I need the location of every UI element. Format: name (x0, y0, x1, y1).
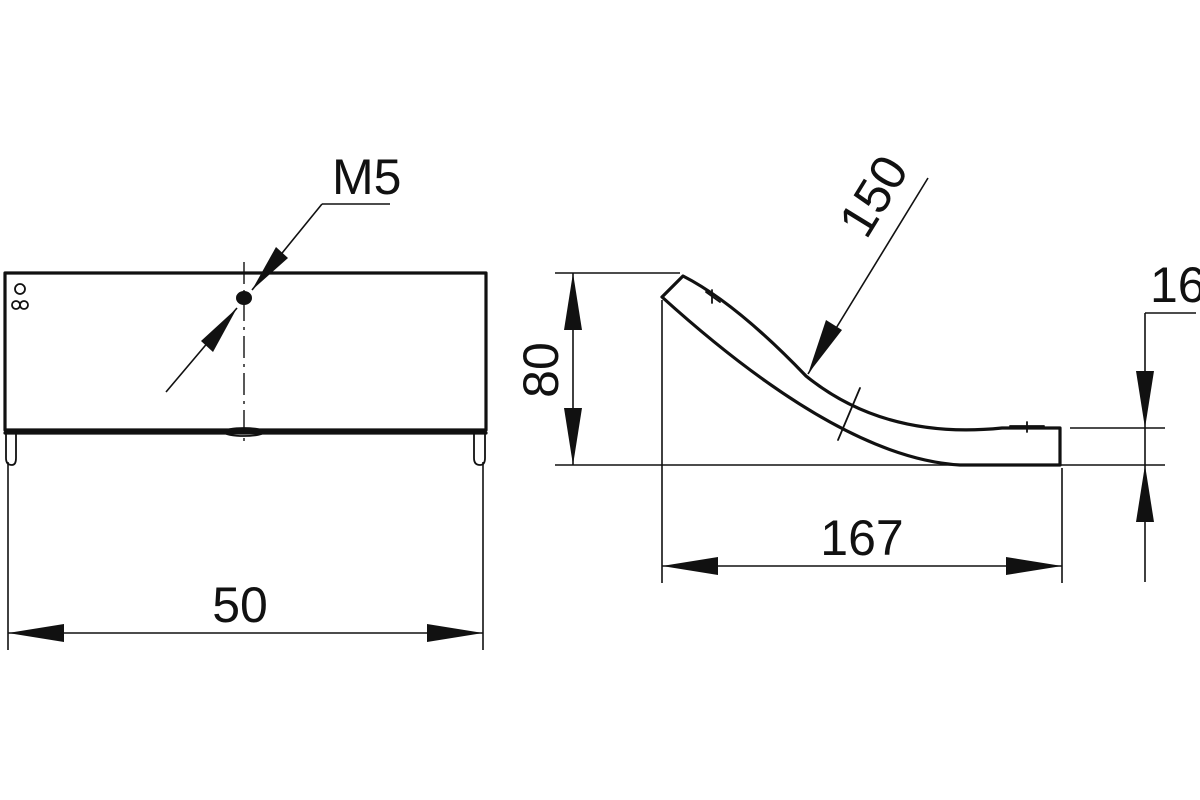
dim-80-label: 80 (513, 342, 569, 398)
dim-167-arrow-left (662, 557, 718, 575)
dim-150-label: 150 (828, 146, 919, 246)
dim-150-arrow (808, 320, 842, 374)
dim-167-label: 167 (820, 510, 903, 566)
m5-arrow-upper (252, 247, 288, 290)
curve-tick-1 (705, 291, 721, 303)
dim-50-arrow-right (427, 624, 483, 642)
dim-50-label: 50 (212, 577, 268, 633)
dim-167-arrow-right (1006, 557, 1062, 575)
dim-16-arrow-top (1136, 371, 1154, 428)
side-view-part-outline (660, 274, 1062, 467)
marking-symbol (11, 283, 29, 310)
m5-thread-label: M5 (332, 149, 401, 205)
m5-arrow-lower (201, 308, 237, 352)
curve-tick-2 (837, 387, 861, 441)
dim-80-arrow-bottom (564, 408, 582, 465)
side-view: 80 150 167 16 (513, 146, 1200, 583)
front-view: M5 50 (3, 149, 488, 650)
bottom-slot (223, 427, 265, 437)
dim-80-arrow-top (564, 273, 582, 330)
dim-50-arrow-left (8, 624, 64, 642)
dim-16-label: 16 (1150, 257, 1200, 313)
front-view-left-foot (5, 432, 17, 466)
front-view-right-foot (473, 432, 486, 466)
dim-16-arrow-bottom (1136, 465, 1154, 522)
m5-hole (236, 291, 252, 305)
front-view-body-outline (3, 271, 488, 432)
